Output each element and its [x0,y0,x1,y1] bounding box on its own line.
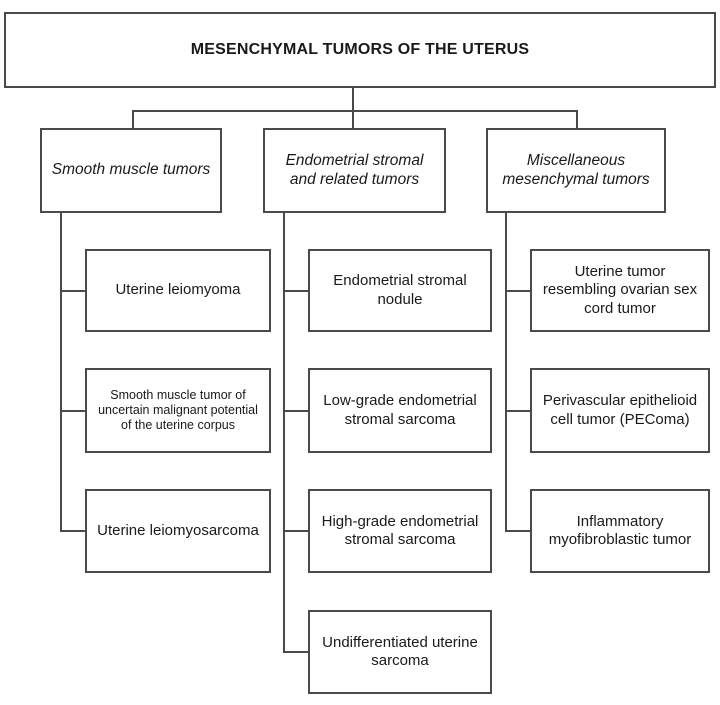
connector-drop-category-1 [352,110,354,128]
connector-drop-category-2 [576,110,578,128]
connector-branch-c1-r2 [283,530,310,532]
leaf-node-label: Uterine leiomyosarcoma [97,521,259,539]
leaf-node-perivascular-epithelioid-cell-tumor-pecoma: Perivascular epithelioid cell tumor (PEC… [530,368,710,453]
leaf-node-label: Inflammatory myofibroblastic tumor [548,512,692,548]
connector-branch-c0-r2 [60,530,87,532]
category-node-label: Endometrial stromal and related tumors [285,151,424,188]
leaf-node-label: Low-grade endometrial stromal sarcoma [323,392,477,428]
leaf-node-label: Uterine leiomyoma [115,281,241,299]
leaf-node-high-grade-endometrial-stromal-sarcoma: High-grade endometrial stromal sarcoma [308,489,492,573]
connector-spine-column-1 [283,213,285,653]
category-node-smooth-muscle-tumors: Smooth muscle tumors [40,128,222,213]
leaf-node-low-grade-endometrial-stromal-sarcoma: Low-grade endometrial stromal sarcoma [308,368,492,453]
connector-branch-c0-r1 [60,410,87,412]
leaf-node-label: Uterine tumor resembling ovarian sex cor… [542,263,698,317]
category-node-miscellaneous-mesenchymal-tumors: Miscellaneous mesenchymal tumors [486,128,666,213]
connector-spine-column-0 [60,213,62,531]
leaf-node-smooth-muscle-tumor-uncertain-malignant-potential: Smooth muscle tumor of uncertain maligna… [85,368,271,453]
leaf-node-label: Endometrial stromal nodule [333,272,467,308]
category-node-label: Smooth muscle tumors [51,161,211,179]
leaf-node-inflammatory-myofibroblastic-tumor: Inflammatory myofibroblastic tumor [530,489,710,573]
root-node-mesenchymal-tumors: MESENCHYMAL TUMORS OF THE UTERUS [4,12,716,88]
leaf-node-label: Smooth muscle tumor of uncertain maligna… [98,387,258,433]
connector-branch-c2-r1 [505,410,532,412]
connector-spine-column-2 [505,213,507,531]
connector-branch-c2-r0 [505,290,532,292]
connector-branch-c1-r1 [283,410,310,412]
leaf-node-label: Perivascular epithelioid cell tumor (PEC… [542,392,698,428]
connector-branch-c1-r3 [283,651,310,653]
leaf-node-undifferentiated-uterine-sarcoma: Undifferentiated uterine sarcoma [308,610,492,694]
connector-branch-c0-r0 [60,290,87,292]
connector-branch-c2-r2 [505,530,532,532]
category-node-label: Miscellaneous mesenchymal tumors [502,151,650,188]
connector-root-stem [352,88,354,112]
leaf-node-uterine-tumor-resembling-ovarian-sex-cord-tumor: Uterine tumor resembling ovarian sex cor… [530,249,710,332]
leaf-node-label: High-grade endometrial stromal sarcoma [321,512,479,548]
connector-branch-c1-r0 [283,290,310,292]
leaf-node-label: Undifferentiated uterine sarcoma [322,633,478,669]
category-node-endometrial-stromal-and-related-tumors: Endometrial stromal and related tumors [263,128,446,213]
leaf-node-endometrial-stromal-nodule: Endometrial stromal nodule [308,249,492,332]
connector-drop-category-0 [132,110,134,128]
leaf-node-uterine-leiomyoma: Uterine leiomyoma [85,249,271,332]
root-node-label: MESENCHYMAL TUMORS OF THE UTERUS [190,41,530,59]
connector-root-distributor [132,110,578,112]
leaf-node-uterine-leiomyosarcoma: Uterine leiomyosarcoma [85,489,271,573]
